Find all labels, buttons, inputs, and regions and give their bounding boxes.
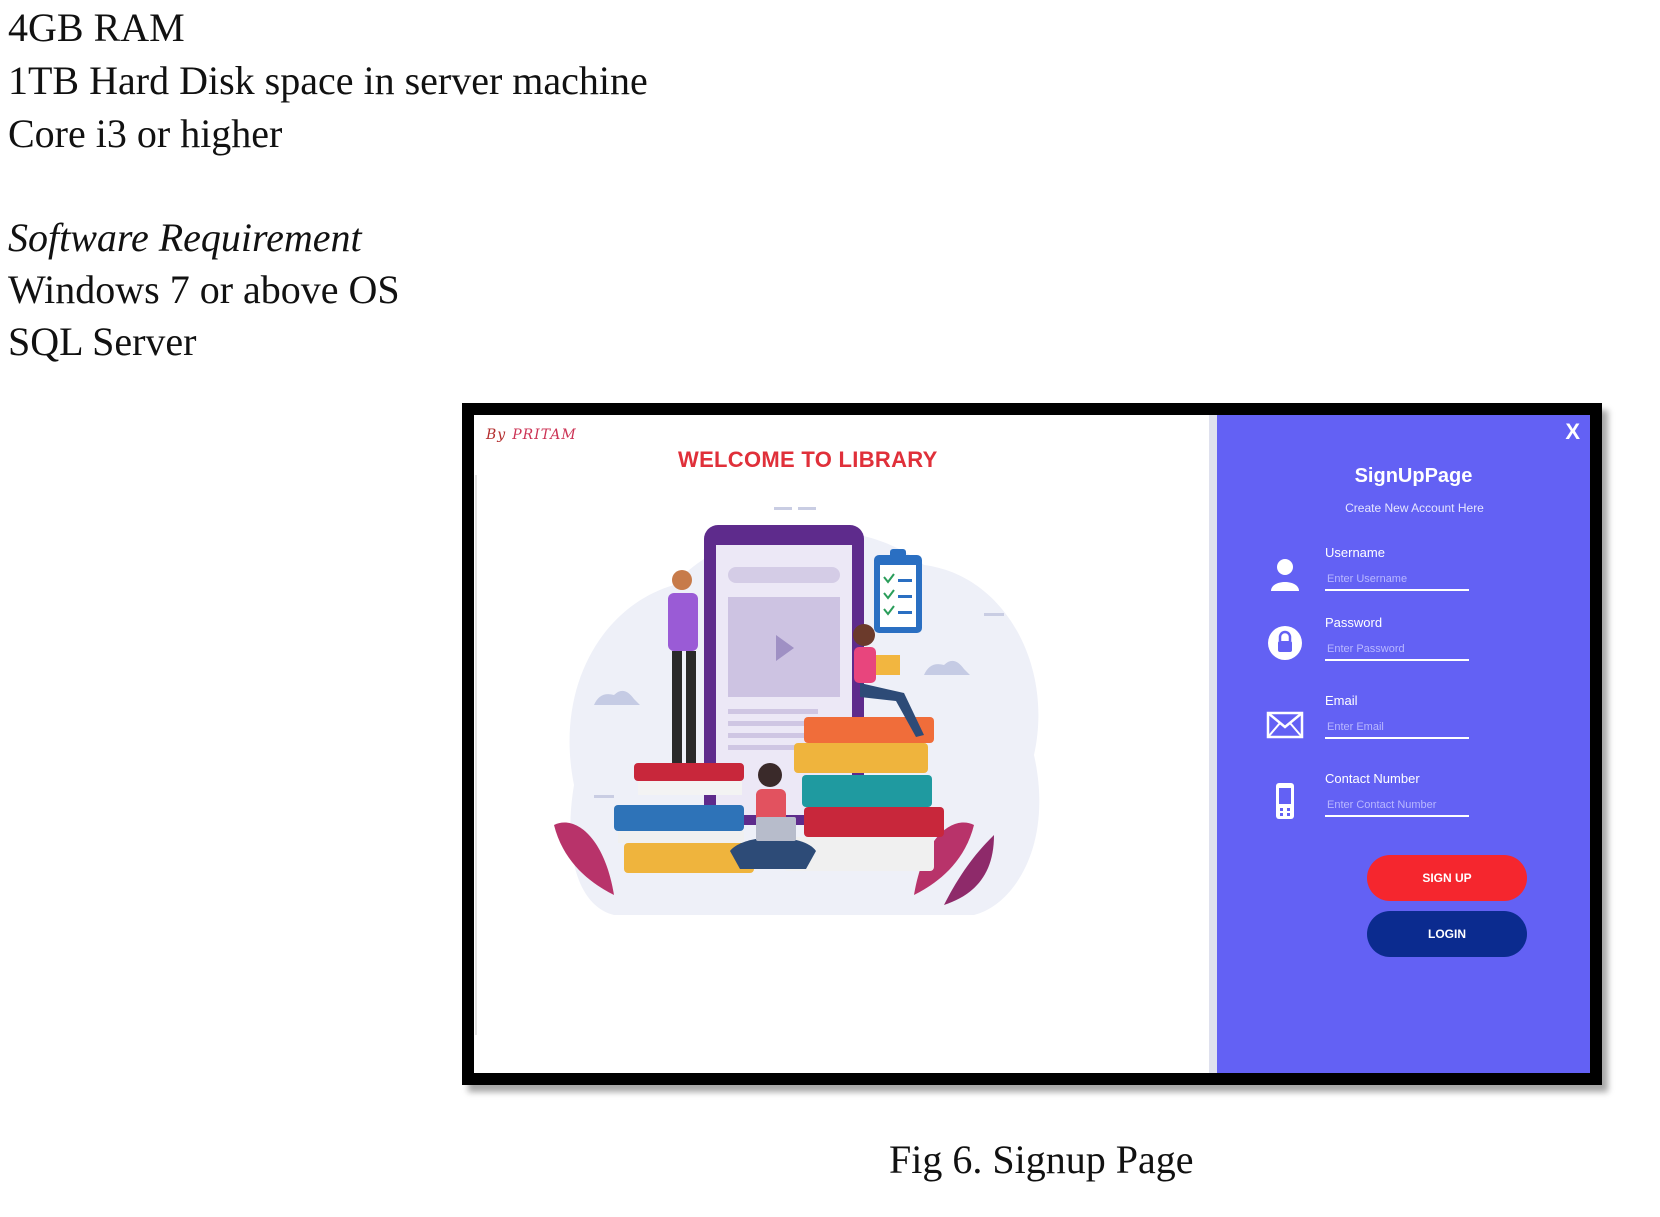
contact-input[interactable]: [1325, 795, 1469, 817]
email-input[interactable]: [1325, 717, 1469, 739]
close-button[interactable]: X: [1565, 419, 1580, 444]
welcome-panel: By PRITAM WELCOME TO LIBRARY: [474, 415, 1217, 1073]
software-line-db: SQL Server: [8, 319, 197, 364]
envelope-icon: [1266, 711, 1304, 739]
hardware-line-disk: 1TB Hard Disk space in server machine: [8, 58, 648, 103]
author-signature: By PRITAM: [486, 427, 577, 443]
screenshot-frame: By PRITAM WELCOME TO LIBRARY: [462, 403, 1602, 1085]
phone-icon: [1276, 783, 1294, 819]
hardware-line-cpu: Core i3 or higher: [8, 111, 283, 156]
contact-label: Contact Number: [1325, 771, 1420, 786]
software-line-os: Windows 7 or above OS: [8, 267, 400, 312]
password-input[interactable]: [1325, 639, 1469, 661]
author-name: PRITAM: [512, 427, 577, 443]
login-button[interactable]: LOGIN: [1367, 911, 1527, 957]
signup-panel: X SignUpPage Create New Account Here Use…: [1217, 415, 1590, 1073]
password-field-group: Password: [1217, 615, 1590, 685]
email-label: Email: [1325, 693, 1358, 708]
software-heading: Software Requirement: [8, 215, 362, 260]
password-label: Password: [1325, 615, 1383, 630]
library-illustration: [554, 507, 1040, 915]
lock-icon: [1268, 626, 1302, 660]
signup-window: By PRITAM WELCOME TO LIBRARY: [474, 415, 1590, 1073]
username-label: Username: [1325, 545, 1385, 560]
panel-edge: [475, 475, 477, 1035]
form-subtitle: Create New Account Here: [1345, 501, 1484, 515]
welcome-title: WELCOME TO LIBRARY: [678, 447, 938, 472]
figure-caption: Fig 6. Signup Page: [889, 1137, 1194, 1182]
username-input[interactable]: [1325, 569, 1469, 591]
author-prefix: By: [486, 427, 507, 443]
signup-button[interactable]: SIGN UP: [1367, 855, 1527, 901]
user-icon: [1271, 559, 1299, 591]
email-field-group: Email: [1217, 693, 1590, 763]
contact-field-group: Contact Number: [1217, 771, 1590, 841]
username-field-group: Username: [1217, 545, 1590, 615]
form-title: SignUpPage: [1354, 465, 1473, 487]
hardware-line-ram: 4GB RAM: [8, 5, 185, 50]
